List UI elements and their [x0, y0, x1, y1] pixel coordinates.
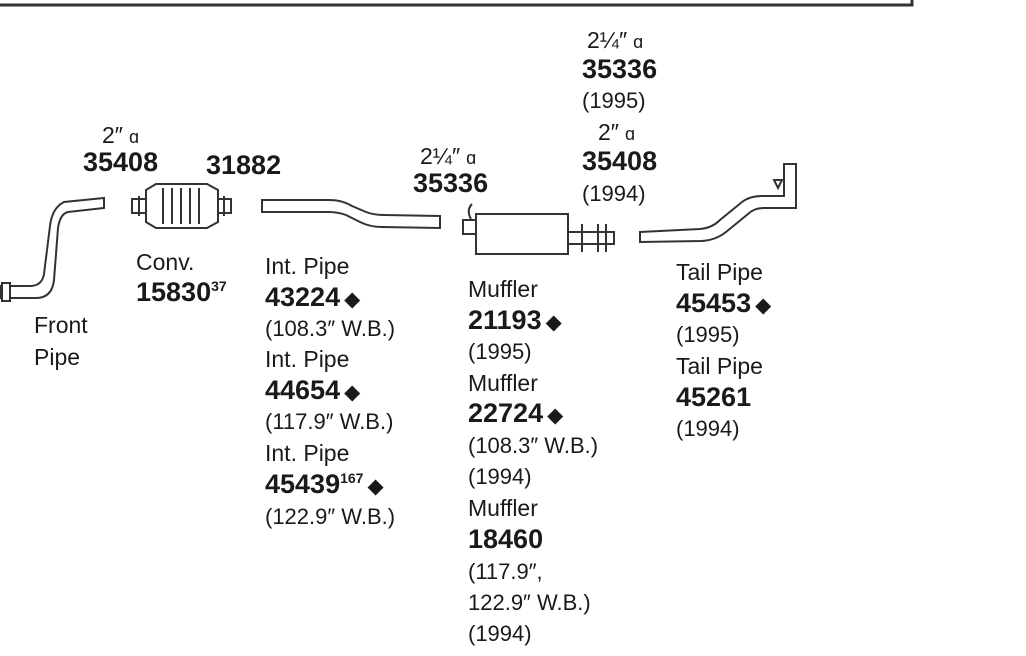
muffler-note: (1994) — [468, 464, 532, 489]
u-bolt-clamp-icon: ɑ — [624, 124, 635, 144]
muffler-part-number: 18460 — [468, 524, 544, 554]
converter-label: Conv. — [136, 249, 195, 275]
int-pipe-label: Int. Pipe — [265, 440, 350, 466]
clamp-part-number: 35408 — [83, 147, 159, 177]
tail-pipe-note: (1994) — [676, 416, 740, 441]
clamp-size-label: 2″ɑ — [102, 122, 139, 148]
clamp-part-number: 31882 — [206, 150, 282, 180]
tail-pipe-label: Tail Pipe — [676, 353, 763, 379]
clamp-size-label: 2¼″ɑ — [420, 143, 477, 169]
muffler-note: (1995) — [468, 339, 532, 364]
top-border — [0, 0, 914, 7]
clamp-year-note: (1994) — [582, 181, 646, 206]
int-pipe-note: (108.3″ W.B.) — [265, 316, 396, 341]
muffler-part-number: 21193◆ — [468, 305, 562, 335]
int-pipe-part-number: 45439167◆ — [265, 469, 384, 499]
muffler-part-number: 22724◆ — [468, 398, 564, 428]
u-bolt-clamp-icon: ɑ — [128, 127, 139, 147]
muffler-note: 122.9″ W.B.) — [468, 590, 591, 615]
clamp-part-number: 35336 — [582, 54, 658, 84]
tail-pipe-part-number: 45453◆ — [676, 288, 772, 318]
int-pipe-note: (117.9″ W.B.) — [265, 409, 394, 434]
u-bolt-clamp-icon: ɑ — [466, 148, 477, 168]
clamp-size-label: 2¼″ɑ — [587, 27, 644, 53]
converter-drawing — [131, 183, 232, 229]
int-pipe-part-number: 43224◆ — [265, 282, 361, 312]
muffler-label: Muffler — [468, 276, 538, 302]
int-pipe-drawing — [261, 199, 441, 230]
front-pipe-drawing — [0, 196, 105, 302]
tail-pipe-note: (1995) — [676, 322, 740, 347]
tail-pipe-drawing — [639, 163, 797, 244]
int-pipe-label: Int. Pipe — [265, 346, 350, 372]
converter-part-number: 1583037 — [136, 277, 227, 307]
muffler-label: Muffler — [468, 495, 538, 521]
int-pipe-part-number: 44654◆ — [265, 375, 361, 405]
tail-pipe-label: Tail Pipe — [676, 259, 763, 285]
clamp-part-number: 35408 — [582, 146, 658, 176]
int-pipe-label: Int. Pipe — [265, 253, 350, 279]
muffler-label: Muffler — [468, 370, 538, 396]
int-pipe-note: (122.9″ W.B.) — [265, 504, 396, 529]
tail-pipe-part-number: 45261 — [676, 382, 752, 412]
muffler-note: (1994) — [468, 621, 532, 646]
muffler-note: (117.9″, — [468, 559, 543, 584]
front-pipe-label: Pipe — [34, 344, 81, 370]
u-bolt-clamp-icon: ɑ — [633, 32, 644, 52]
clamp-year-note: (1995) — [582, 88, 646, 113]
muffler-drawing — [462, 203, 615, 255]
front-pipe-label: Front — [34, 312, 88, 338]
muffler-note: (108.3″ W.B.) — [468, 433, 599, 458]
clamp-part-number: 35336 — [413, 168, 489, 198]
clamp-size-label: 2″ɑ — [598, 119, 635, 145]
